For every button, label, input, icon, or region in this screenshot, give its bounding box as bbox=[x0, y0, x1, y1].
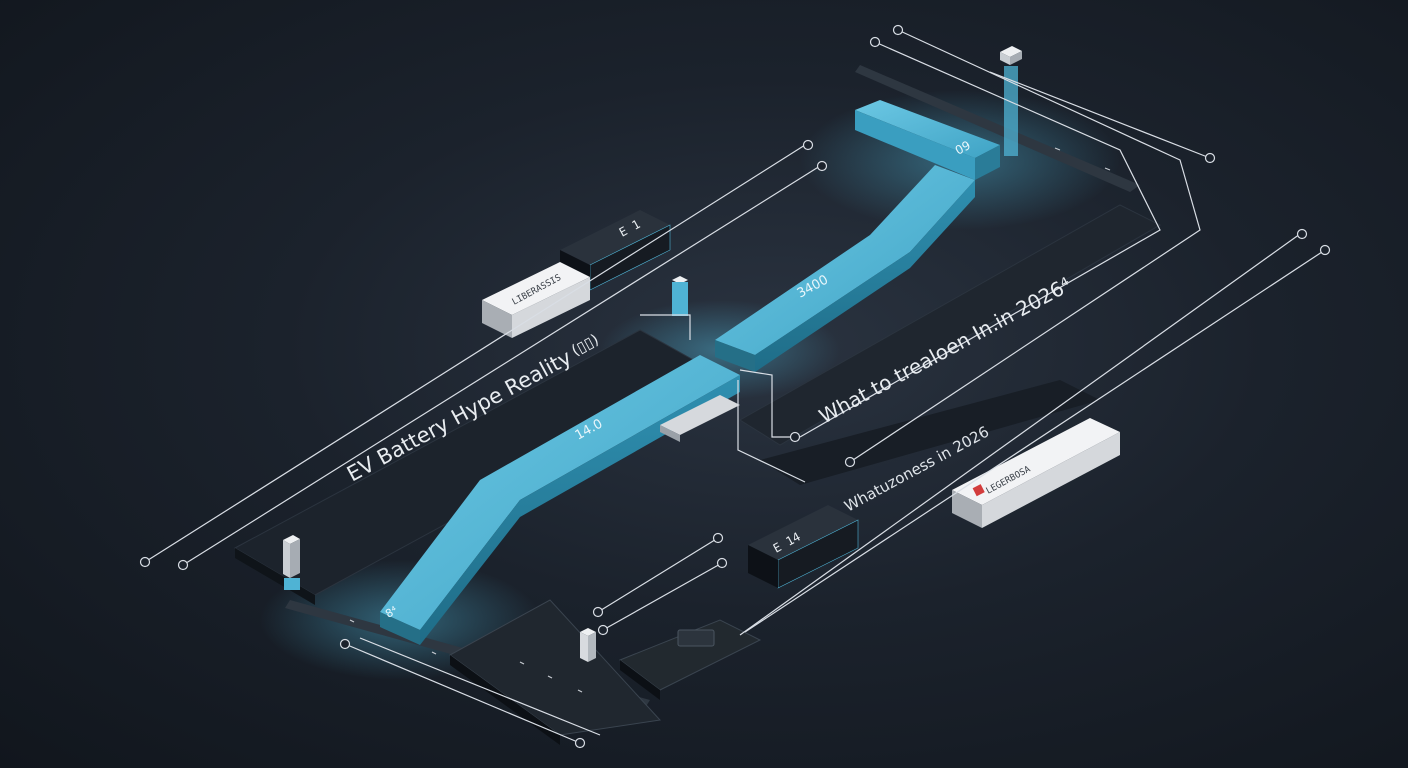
box-white-left-top bbox=[482, 262, 590, 315]
left-dark-slab-side bbox=[235, 548, 315, 605]
box-white-left-front bbox=[512, 277, 590, 338]
top-rail bbox=[855, 65, 1140, 192]
box-e14-side bbox=[748, 545, 778, 588]
grey-ledge-side bbox=[660, 425, 680, 442]
box-e1-top bbox=[560, 210, 670, 265]
blue-step-lower-end bbox=[380, 612, 420, 645]
blue-step-middle-end bbox=[715, 340, 755, 372]
box-white-right-side bbox=[952, 490, 982, 528]
box-white-right-front bbox=[982, 432, 1120, 528]
grey-ledge bbox=[660, 395, 740, 435]
step-label-top: 09 bbox=[953, 138, 973, 158]
right-dark-slab bbox=[739, 204, 1162, 446]
blue-step-middle-top bbox=[715, 165, 975, 355]
blue-step-top-top bbox=[855, 100, 1000, 158]
middle-pillar-icon bbox=[672, 276, 688, 316]
box-e14-top bbox=[748, 505, 858, 560]
connector-lines bbox=[144, 29, 1326, 744]
bottom-pillar-icon bbox=[580, 628, 596, 662]
device-key bbox=[677, 629, 715, 647]
blue-step-lower-top bbox=[380, 355, 740, 630]
box-white-right-top bbox=[952, 418, 1120, 505]
right-lower-slab bbox=[760, 380, 1100, 485]
device-block-side bbox=[620, 660, 660, 700]
top-pillar-icon bbox=[1000, 46, 1022, 156]
blue-step-middle-side bbox=[755, 180, 975, 372]
device-panel-top bbox=[449, 599, 662, 736]
blue-step-top-right bbox=[975, 145, 1000, 180]
blue-step-top-front bbox=[855, 110, 975, 180]
box-white-left-side bbox=[482, 300, 512, 338]
connector-endpoints bbox=[139, 24, 1331, 749]
red-square-icon bbox=[972, 484, 985, 497]
rail-ticks bbox=[349, 147, 1111, 693]
left-pillar-icon bbox=[283, 535, 300, 590]
